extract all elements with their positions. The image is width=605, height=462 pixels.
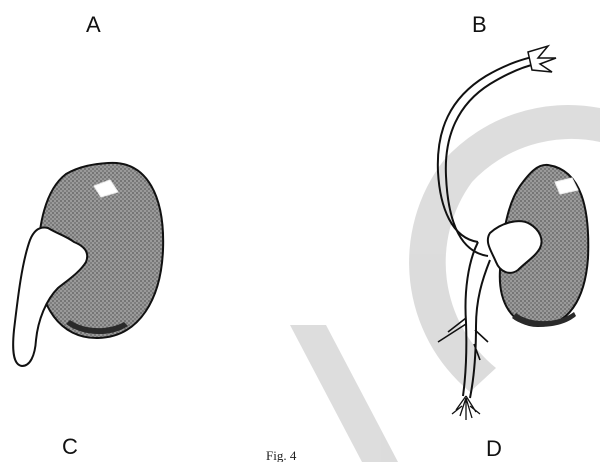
plumule-leaves bbox=[528, 46, 556, 72]
label-d: D bbox=[486, 436, 502, 461]
label-c: C bbox=[62, 434, 78, 459]
root-hairs bbox=[452, 396, 480, 420]
seed-left bbox=[13, 163, 163, 366]
figure-caption: Fig. 4 bbox=[266, 448, 297, 462]
watermark-stroke bbox=[290, 325, 398, 462]
label-a: A bbox=[86, 12, 101, 37]
label-b: B bbox=[472, 12, 487, 37]
